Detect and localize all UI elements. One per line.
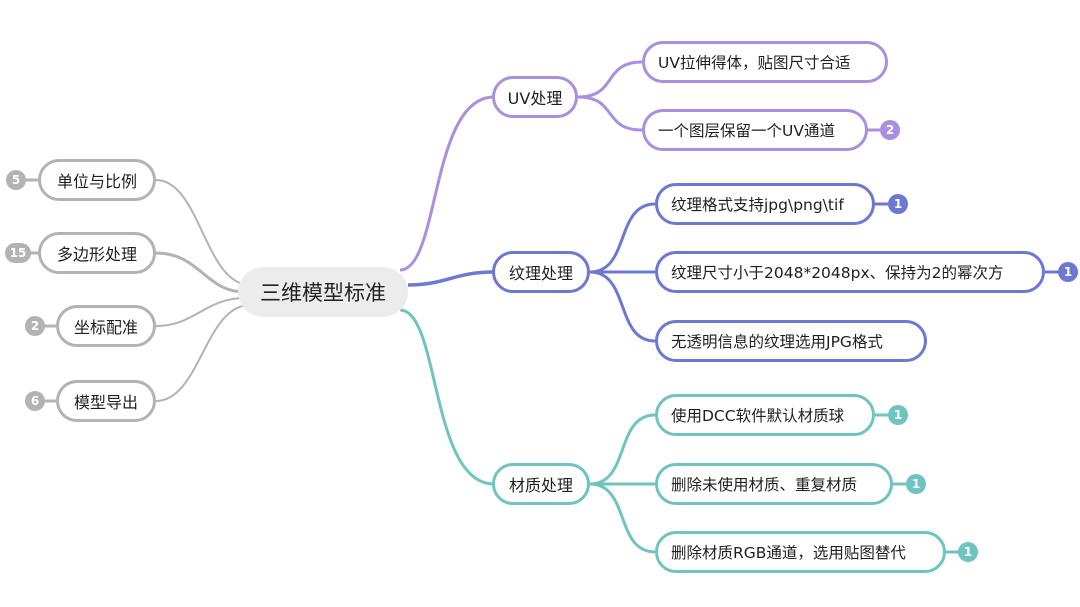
- subtopic-material-default[interactable]: 使用DCC软件默认材质球: [655, 394, 875, 436]
- count-badge[interactable]: 5: [6, 170, 26, 190]
- subtopic-texture-format[interactable]: 纹理格式支持jpg\png\tif: [655, 183, 875, 225]
- connector-root-left-4: [155, 304, 251, 402]
- count-badge[interactable]: 1: [1058, 262, 1078, 282]
- connector-root-texture: [407, 270, 495, 287]
- subtopic-material-rgb[interactable]: 删除材质RGB通道，选用贴图替代: [655, 531, 946, 573]
- left-topic-units[interactable]: 单位与比例: [38, 159, 156, 201]
- count-badge[interactable]: 1: [958, 542, 978, 562]
- subtopic-texture-jpg[interactable]: 无透明信息的纹理选用JPG格式: [655, 320, 927, 362]
- count-badge[interactable]: 2: [880, 120, 900, 140]
- count-badge[interactable]: 15: [5, 243, 31, 263]
- count-badge[interactable]: 1: [888, 405, 908, 425]
- left-topic-export[interactable]: 模型导出: [56, 380, 156, 422]
- topic-texture[interactable]: 纹理处理: [492, 251, 590, 293]
- connector-root-left-1: [155, 179, 251, 286]
- connector-root-left-2: [155, 251, 246, 294]
- connector-root-material: [399, 308, 495, 486]
- subtopic-uv-channel[interactable]: 一个图层保留一个UV通道: [642, 109, 868, 151]
- connector-uv-1: [577, 60, 643, 99]
- connector-root-left-3: [155, 297, 246, 327]
- count-badge[interactable]: 6: [25, 391, 45, 411]
- left-topic-polygon[interactable]: 多边形处理: [38, 232, 156, 274]
- connector-texture-1: [589, 202, 656, 274]
- subtopic-texture-size[interactable]: 纹理尺寸小于2048*2048px、保持为2的幂次方: [655, 251, 1045, 293]
- count-badge[interactable]: 2: [25, 316, 45, 336]
- root-topic[interactable]: 三维模型标准: [238, 267, 408, 317]
- count-badge[interactable]: 1: [906, 474, 926, 494]
- count-badge[interactable]: 1: [888, 194, 908, 214]
- connector-uv-2: [577, 95, 643, 132]
- subtopic-uv-stretch[interactable]: UV拉伸得体，贴图尺寸合适: [642, 41, 888, 83]
- connector-root-uv: [399, 95, 495, 272]
- connector-texture-3: [589, 270, 656, 343]
- topic-uv[interactable]: UV处理: [492, 76, 578, 118]
- connector-material-1: [589, 413, 656, 486]
- connector-material-3: [589, 482, 656, 554]
- left-topic-coordinates[interactable]: 坐标配准: [56, 305, 156, 347]
- topic-material[interactable]: 材质处理: [492, 463, 590, 505]
- subtopic-material-delete-unused[interactable]: 删除未使用材质、重复材质: [655, 463, 893, 505]
